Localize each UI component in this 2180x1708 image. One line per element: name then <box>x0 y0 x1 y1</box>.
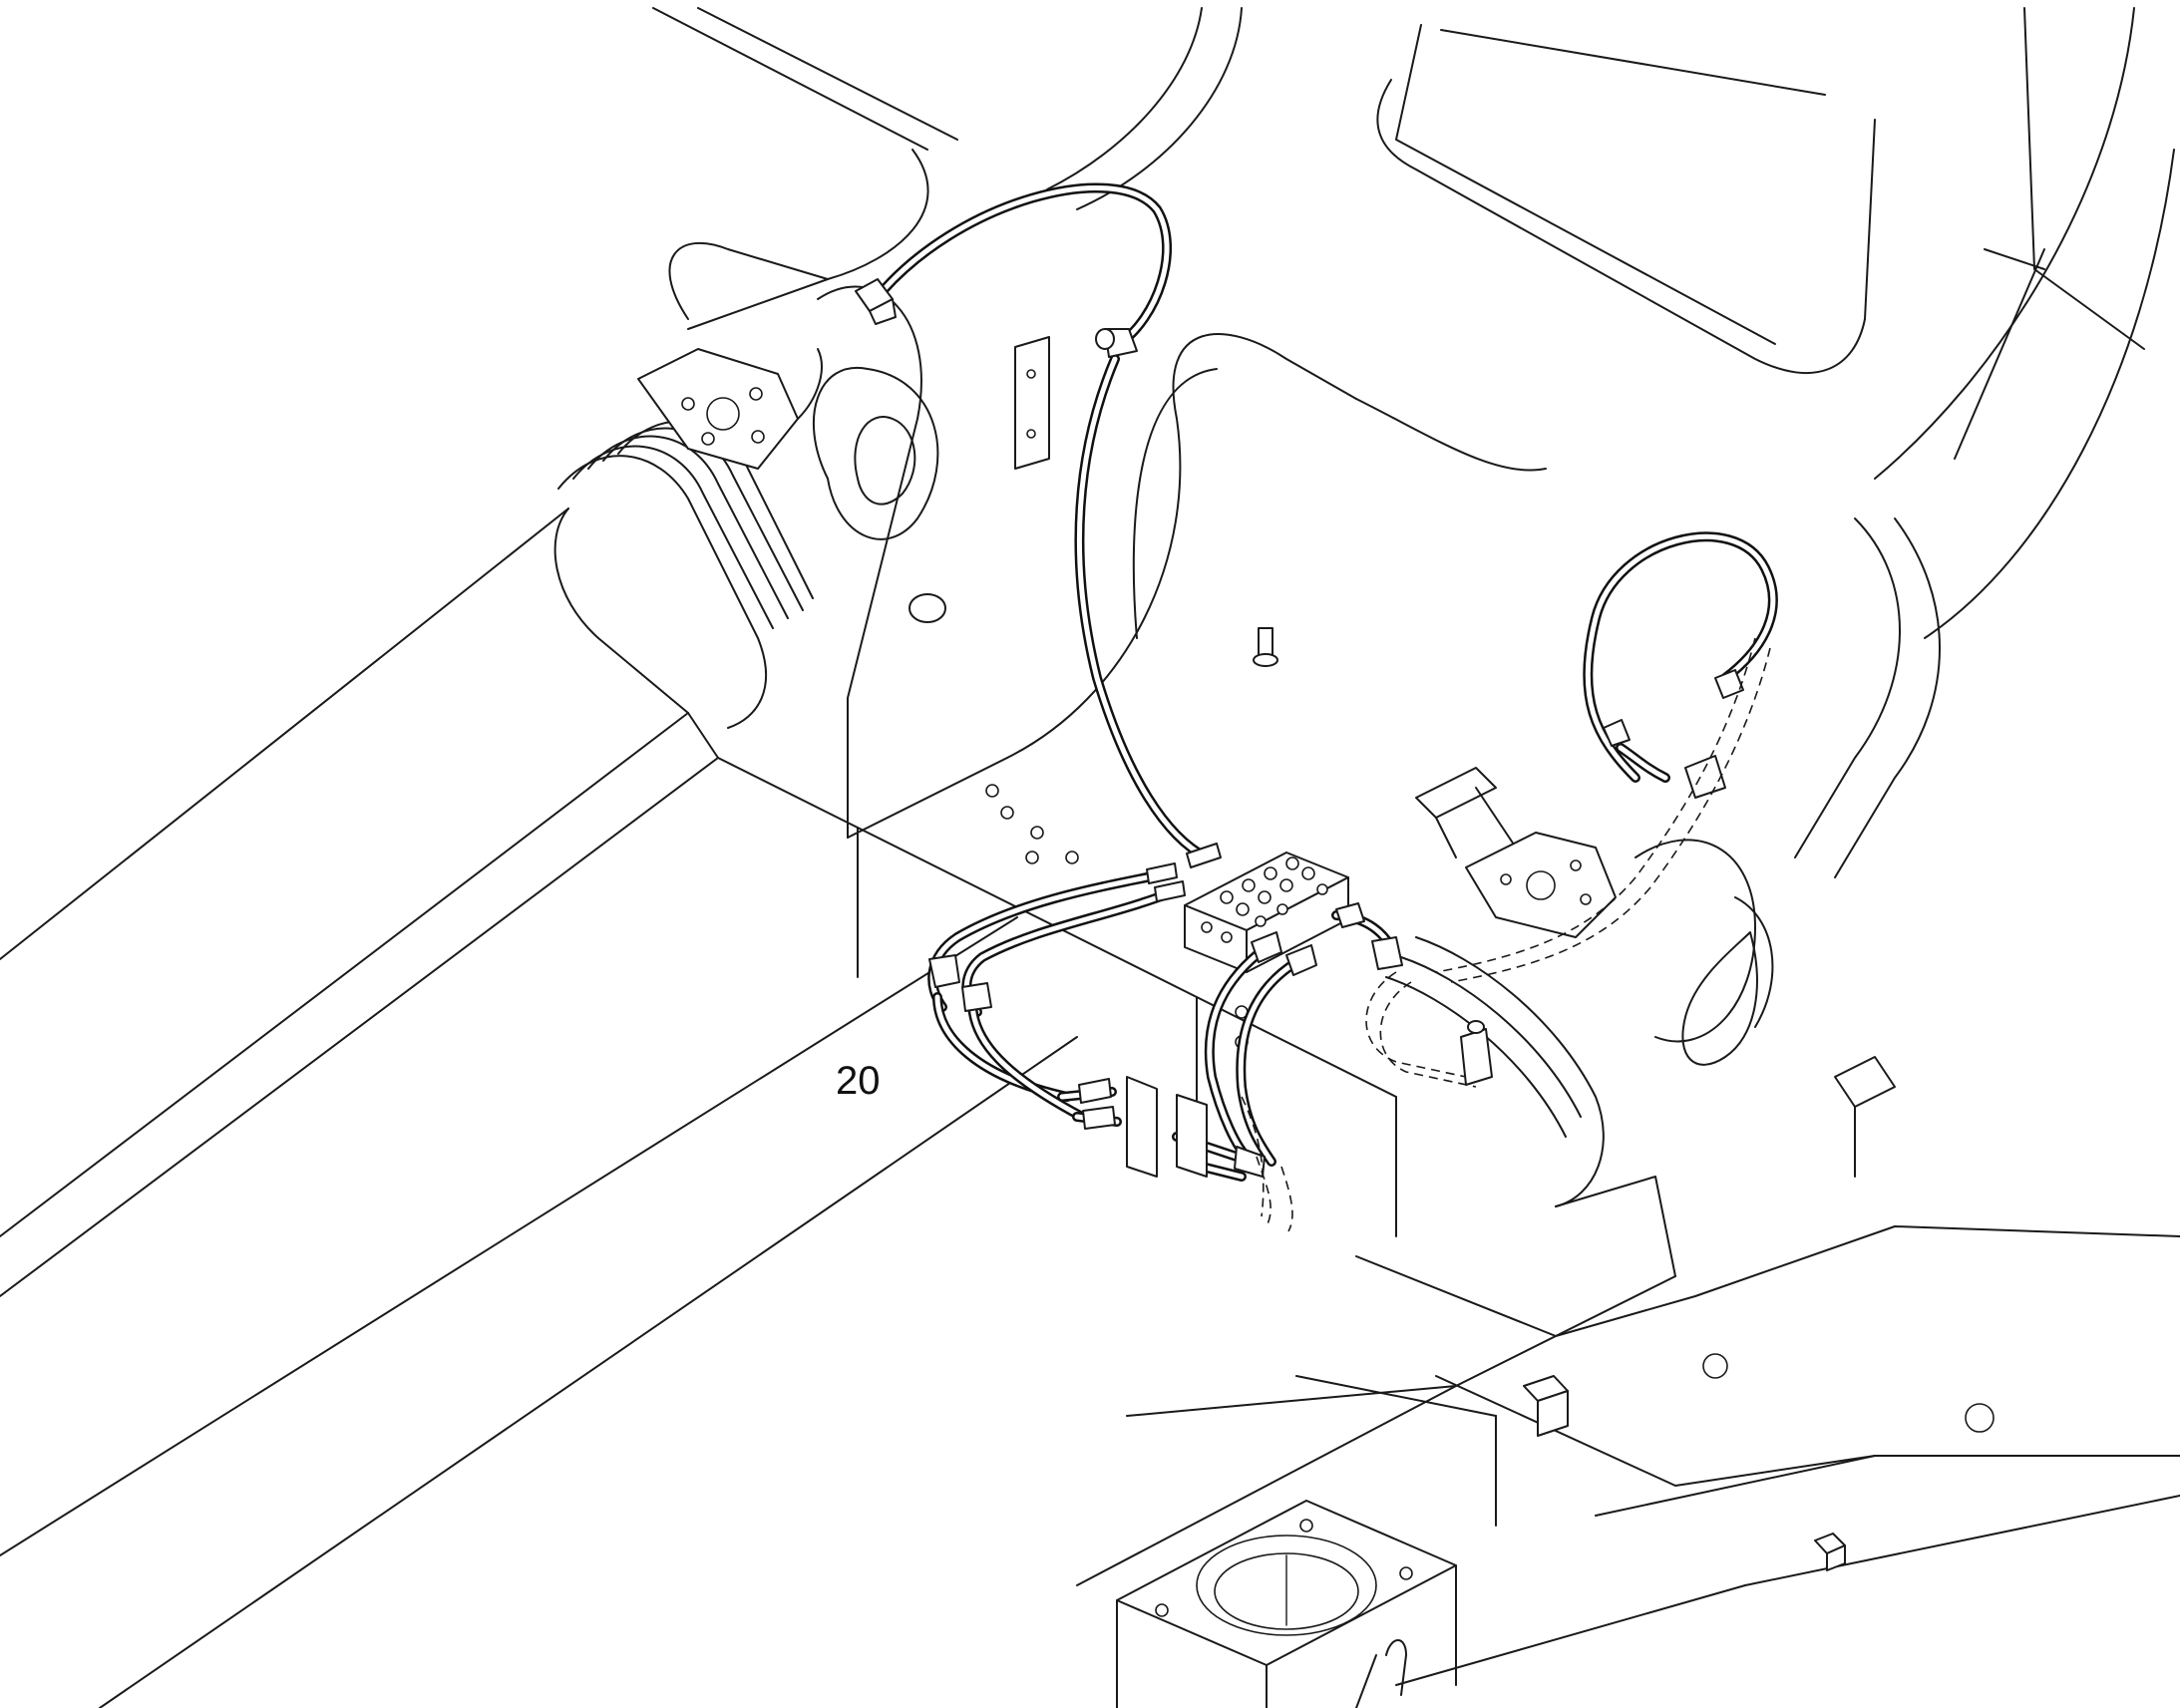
hydraulic-hoses <box>871 182 1778 1182</box>
lower-subframe <box>1126 1225 2180 1708</box>
hidden-hose-routes <box>1241 637 1771 1232</box>
chassis-frame <box>652 7 2175 878</box>
left-pivot-bracket <box>637 241 1050 839</box>
callout-label-20: 20 <box>836 1059 881 1103</box>
hose-fittings <box>855 278 1744 1178</box>
right-axle-section <box>1076 767 1896 1586</box>
mounting-pedestal <box>1116 1500 1457 1708</box>
left-axle-beam <box>0 420 1078 1708</box>
